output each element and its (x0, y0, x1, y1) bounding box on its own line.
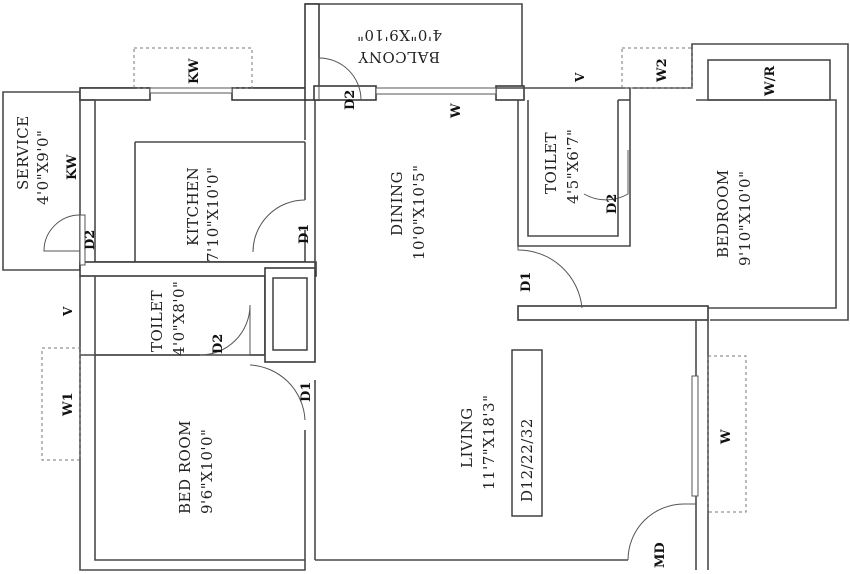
bedroom-right-door-swing (517, 246, 583, 309)
d2-toilet-left-tag: D2 (211, 334, 226, 354)
bedroom-left-name: BED ROOM (176, 420, 194, 514)
balcony-left-wall (304, 3, 320, 101)
toilet-left-size: 4'0"X8'0" (170, 281, 188, 356)
toilet-right-inner (527, 100, 619, 237)
kw-top-tag: KW (187, 58, 202, 84)
bedroom-left-door-swing (249, 364, 306, 421)
d1-bedroom-left-tag: D1 (299, 382, 314, 402)
d2-toilet-right-tag: D2 (605, 194, 620, 214)
toilet-right-door-swing (583, 150, 629, 201)
left-bedroom-outline (79, 276, 306, 571)
dining-room-label: DINING 10'0"X10'5" (388, 165, 428, 261)
md-tag: MD (653, 542, 668, 568)
tags: KW KW D2 D1 D2 W V W2 W/R D2 D1 V D2 W1 … (61, 58, 778, 568)
balcony-door-swing (318, 57, 362, 101)
balcony-size: 4'0"X9'10" (357, 26, 442, 44)
kw-left-tag: KW (65, 154, 80, 180)
wr-tag: W/R (763, 66, 778, 97)
bedroom-bottom-wall (517, 305, 709, 321)
w-balcony-tag: W (449, 103, 464, 119)
balcony-outline (305, 3, 523, 88)
v-toilet-right-tag: V (573, 72, 587, 83)
w2-window (621, 47, 693, 89)
toilet-right-size: 4'5"X6'7" (564, 129, 582, 204)
toilet-top-wall (79, 261, 317, 277)
unit-code: D12/22/32 (518, 418, 536, 502)
living-name: LIVING (458, 407, 476, 468)
wall-segment (79, 87, 151, 101)
d2-balcony-tag: D2 (343, 90, 358, 110)
balcony-window-sill (375, 87, 497, 95)
balcony-room-label: BALCONY 4'0"X9'10" (357, 26, 442, 66)
bedroom-right-name: BEDROOM (714, 169, 732, 258)
wall-segment (231, 87, 308, 101)
living-window-sill (691, 375, 699, 497)
living-size: 11'7"X18'3" (480, 395, 498, 491)
kitchen-size: 7'10"X10'0" (204, 167, 222, 263)
toilet-left-door-swing (199, 304, 251, 356)
toilet-right-outline (496, 87, 631, 247)
w-living-window (707, 355, 747, 513)
toilet-left-name: TOILET (148, 290, 166, 352)
main-door-swing (627, 503, 696, 561)
wardrobe (707, 59, 831, 101)
service-name: SERVICE (14, 115, 32, 190)
dining-size: 10'0"X10'5" (410, 165, 428, 261)
service-size: 4'0"X9'0" (34, 130, 52, 205)
bedroom-right-size: 9'10"X10'0" (736, 171, 754, 267)
kitchen-window-sill (149, 87, 233, 94)
toilet-right-name: TOILET (542, 132, 560, 194)
v-left-tag: V (61, 306, 75, 317)
walls (2, 3, 849, 571)
living-room-label: LIVING 11'7"X18'3" D12/22/32 (458, 349, 543, 517)
d1-bedroom-right-tag: D1 (519, 272, 534, 292)
d2-service-tag: D2 (83, 230, 98, 250)
service-room-label: SERVICE 4'0"X9'0" (14, 115, 52, 205)
w2-tag: W2 (655, 58, 670, 83)
dining-name: DINING (388, 171, 406, 236)
bedroom-left-size: 9'6"X10'0" (198, 429, 216, 514)
bedroom-right-room-label: BEDROOM 9'10"X10'0" (714, 169, 754, 266)
left-bedroom-inner (94, 355, 305, 561)
unit-code-box (511, 349, 543, 517)
d1-kitchen-tag: D1 (297, 224, 312, 244)
toilet-right-room-label: TOILET 4'5"X6'7" (542, 129, 582, 204)
kitchen-door-swing (252, 199, 306, 253)
w1-window (41, 347, 81, 461)
w1-tag: W1 (61, 392, 76, 417)
duct-shaft-inner (272, 277, 308, 351)
doors (43, 57, 696, 561)
service-window-sill (79, 214, 86, 266)
kitchen-room-label: KITCHEN 7'10"X10'0" (184, 167, 222, 263)
toilet-left-room-label: TOILET 4'0"X8'0" (148, 281, 188, 356)
bedroom-left-room-label: BED ROOM 9'6"X10'0" (176, 420, 216, 514)
windows (41, 47, 747, 513)
balcony-name: BALCONY (357, 48, 440, 66)
service-door-swing (43, 214, 81, 252)
kitchen-name: KITCHEN (184, 167, 202, 246)
w-living-tag: W (719, 429, 734, 445)
